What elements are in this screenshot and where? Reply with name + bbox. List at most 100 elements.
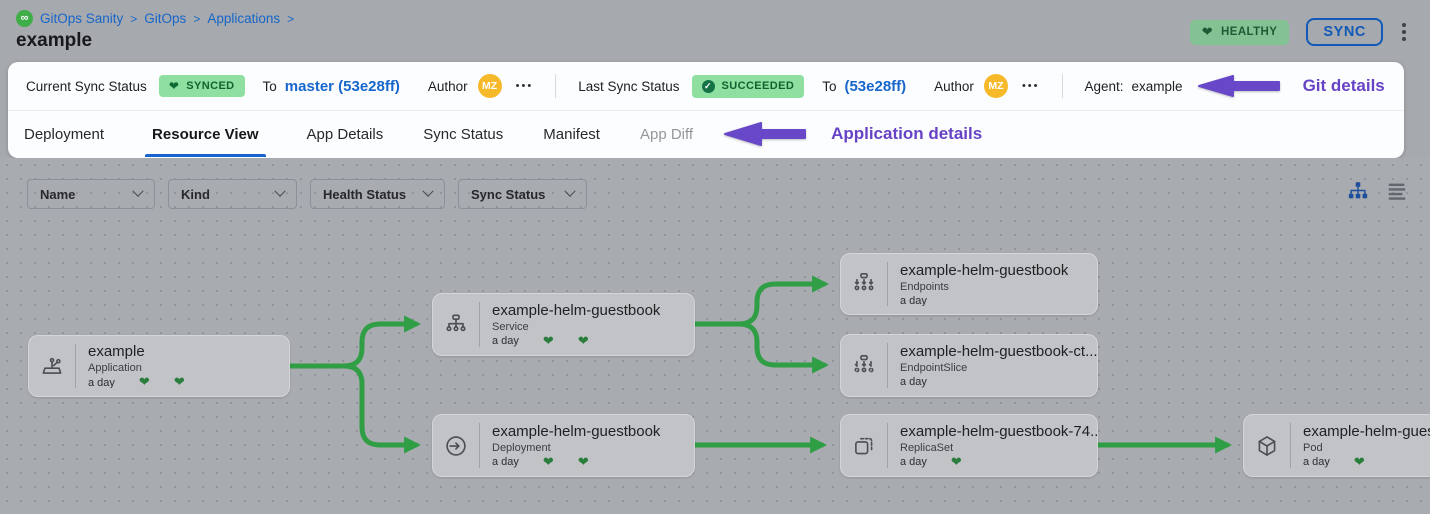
node-title: example: [88, 344, 145, 360]
node-kind: Deployment: [492, 441, 551, 454]
tree-view-icon[interactable]: [1347, 180, 1369, 202]
node-title: example-helm-guestbook-ct...: [900, 343, 1097, 360]
synced-badge: ❤ SYNCED: [158, 75, 245, 97]
breadcrumb-item-gitops[interactable]: GitOps: [144, 11, 187, 26]
git-details-annotation: Git details: [1302, 76, 1385, 95]
node-age: a day: [492, 456, 519, 468]
breadcrumb-item-applications[interactable]: Applications: [207, 11, 281, 26]
resource-node-application[interactable]: example Application a day ❤❤: [28, 335, 290, 397]
tab-bar: Deployment Resource View App Details Syn…: [8, 110, 1404, 157]
health-heart-icon: ❤: [577, 454, 589, 469]
tab-resource-view[interactable]: Resource View: [136, 111, 274, 157]
sync-button[interactable]: SYNC: [1306, 18, 1383, 46]
tab-app-diff[interactable]: App Diff: [639, 125, 694, 143]
endpoints-icon: [841, 254, 887, 314]
health-status-filter-dropdown[interactable]: Health Status: [310, 179, 445, 209]
node-age: a day: [492, 335, 519, 347]
last-revision-link[interactable]: (53e28ff): [844, 77, 907, 95]
annotation-arrow-left-icon: [724, 122, 807, 146]
filter-label: Kind: [181, 186, 210, 202]
agent-label: Agent:: [1084, 78, 1124, 94]
chevron-down-icon: [132, 185, 144, 197]
tab-app-details[interactable]: App Details: [306, 125, 384, 143]
sync-status-filter-dropdown[interactable]: Sync Status: [458, 179, 587, 209]
node-age: a day: [88, 376, 115, 389]
node-kind: Service: [492, 320, 529, 333]
filter-label: Health Status: [323, 186, 407, 202]
filter-bar: Name Kind Health Status Sync Status: [27, 179, 587, 209]
resource-node-endpointslice[interactable]: example-helm-guestbook-ct... EndpointSli…: [840, 334, 1098, 397]
health-badge-label: HEALTHY: [1221, 26, 1278, 38]
heart-icon: ❤: [1201, 24, 1214, 40]
breadcrumb-separator: >: [193, 11, 201, 26]
chevron-down-icon: [422, 185, 434, 197]
agent-value: example: [1131, 78, 1183, 94]
health-heart-icon: ❤: [577, 333, 589, 348]
replicaset-icon: [841, 415, 887, 476]
filter-label: Name: [40, 186, 76, 202]
more-options-icon[interactable]: •••: [515, 80, 534, 92]
list-view-icon[interactable]: [1386, 180, 1408, 202]
page-title: example: [16, 30, 93, 51]
edge-service-to-endpoints: [692, 275, 830, 327]
pod-icon: [1244, 415, 1290, 476]
deployment-icon: [433, 415, 479, 476]
succeeded-badge: ✓ SUCCEEDED: [691, 74, 805, 98]
tab-manifest[interactable]: Manifest: [543, 125, 600, 143]
resource-node-endpoints[interactable]: example-helm-guestbook Endpoints a day: [840, 253, 1098, 315]
resource-node-replicaset[interactable]: example-helm-guestbook-74... ReplicaSet …: [840, 414, 1098, 477]
health-heart-icon: ❤: [173, 375, 185, 388]
gitops-logo-icon: ∞: [16, 10, 33, 27]
annotation-arrow-left-icon: [1197, 75, 1280, 97]
divider: [1061, 74, 1063, 98]
resource-node-deployment[interactable]: example-helm-guestbook Deployment a day …: [432, 414, 695, 477]
heart-icon: ❤: [168, 79, 180, 93]
top-band: ∞ GitOps Sanity > GitOps > Applications …: [0, 0, 1430, 62]
divider: [555, 74, 557, 98]
application-details-card: Current Sync Status ❤ SYNCED To master (…: [8, 62, 1404, 158]
application-details-annotation: Application details: [831, 124, 983, 143]
health-heart-icon: ❤: [1353, 454, 1365, 469]
health-heart-icon: ❤: [950, 454, 962, 469]
resource-node-service[interactable]: example-helm-guestbook Service a day ❤❤: [432, 293, 695, 356]
chevron-down-icon: [564, 185, 576, 197]
node-age: a day: [900, 294, 927, 307]
last-sync-status-label: Last Sync Status: [578, 78, 680, 94]
node-title: example-helm-guestbook: [492, 302, 661, 319]
node-kind: Pod: [1303, 441, 1323, 454]
more-options-icon[interactable]: •••: [1021, 80, 1040, 92]
tab-deployment[interactable]: Deployment: [24, 125, 105, 143]
breadcrumb-separator: >: [130, 11, 138, 26]
edge-app-to-service: [287, 315, 422, 369]
to-label: To: [822, 78, 837, 94]
edge-app-to-deployment: [287, 363, 422, 454]
node-kind: Endpoints: [900, 280, 949, 293]
application-icon: [29, 336, 75, 396]
current-revision-link[interactable]: master (53e28ff): [284, 77, 400, 95]
synced-badge-label: SYNCED: [186, 80, 235, 92]
kebab-menu-icon[interactable]: [1400, 21, 1408, 43]
node-title: example-helm-guestbook: [900, 262, 1069, 279]
kind-filter-dropdown[interactable]: Kind: [168, 179, 297, 209]
health-status-badge: ❤ HEALTHY: [1189, 19, 1290, 45]
node-title: example-helm-guestbook-74...: [900, 423, 1097, 440]
node-title: example-helm-guestbook: [492, 423, 661, 440]
author-avatar: MZ: [477, 74, 502, 98]
filter-label: Sync Status: [471, 186, 546, 202]
author-label: Author: [934, 78, 974, 94]
author-label: Author: [427, 78, 468, 94]
breadcrumb-item-account[interactable]: GitOps Sanity: [40, 11, 124, 26]
resource-tree-canvas: Name Kind Health Status Sync Status: [0, 158, 1430, 514]
node-kind: Application: [88, 362, 142, 374]
endpointslice-icon: [841, 335, 887, 396]
to-label: To: [262, 78, 277, 94]
service-icon: [433, 294, 479, 355]
node-kind: EndpointSlice: [900, 362, 968, 374]
name-filter-dropdown[interactable]: Name: [27, 179, 155, 209]
tab-sync-status[interactable]: Sync Status: [423, 125, 504, 143]
current-sync-status-label: Current Sync Status: [26, 78, 147, 94]
resource-node-pod[interactable]: example-helm-guest Pod a day ❤: [1243, 414, 1430, 477]
breadcrumb: ∞ GitOps Sanity > GitOps > Applications …: [16, 10, 294, 27]
author-avatar: MZ: [983, 74, 1008, 98]
